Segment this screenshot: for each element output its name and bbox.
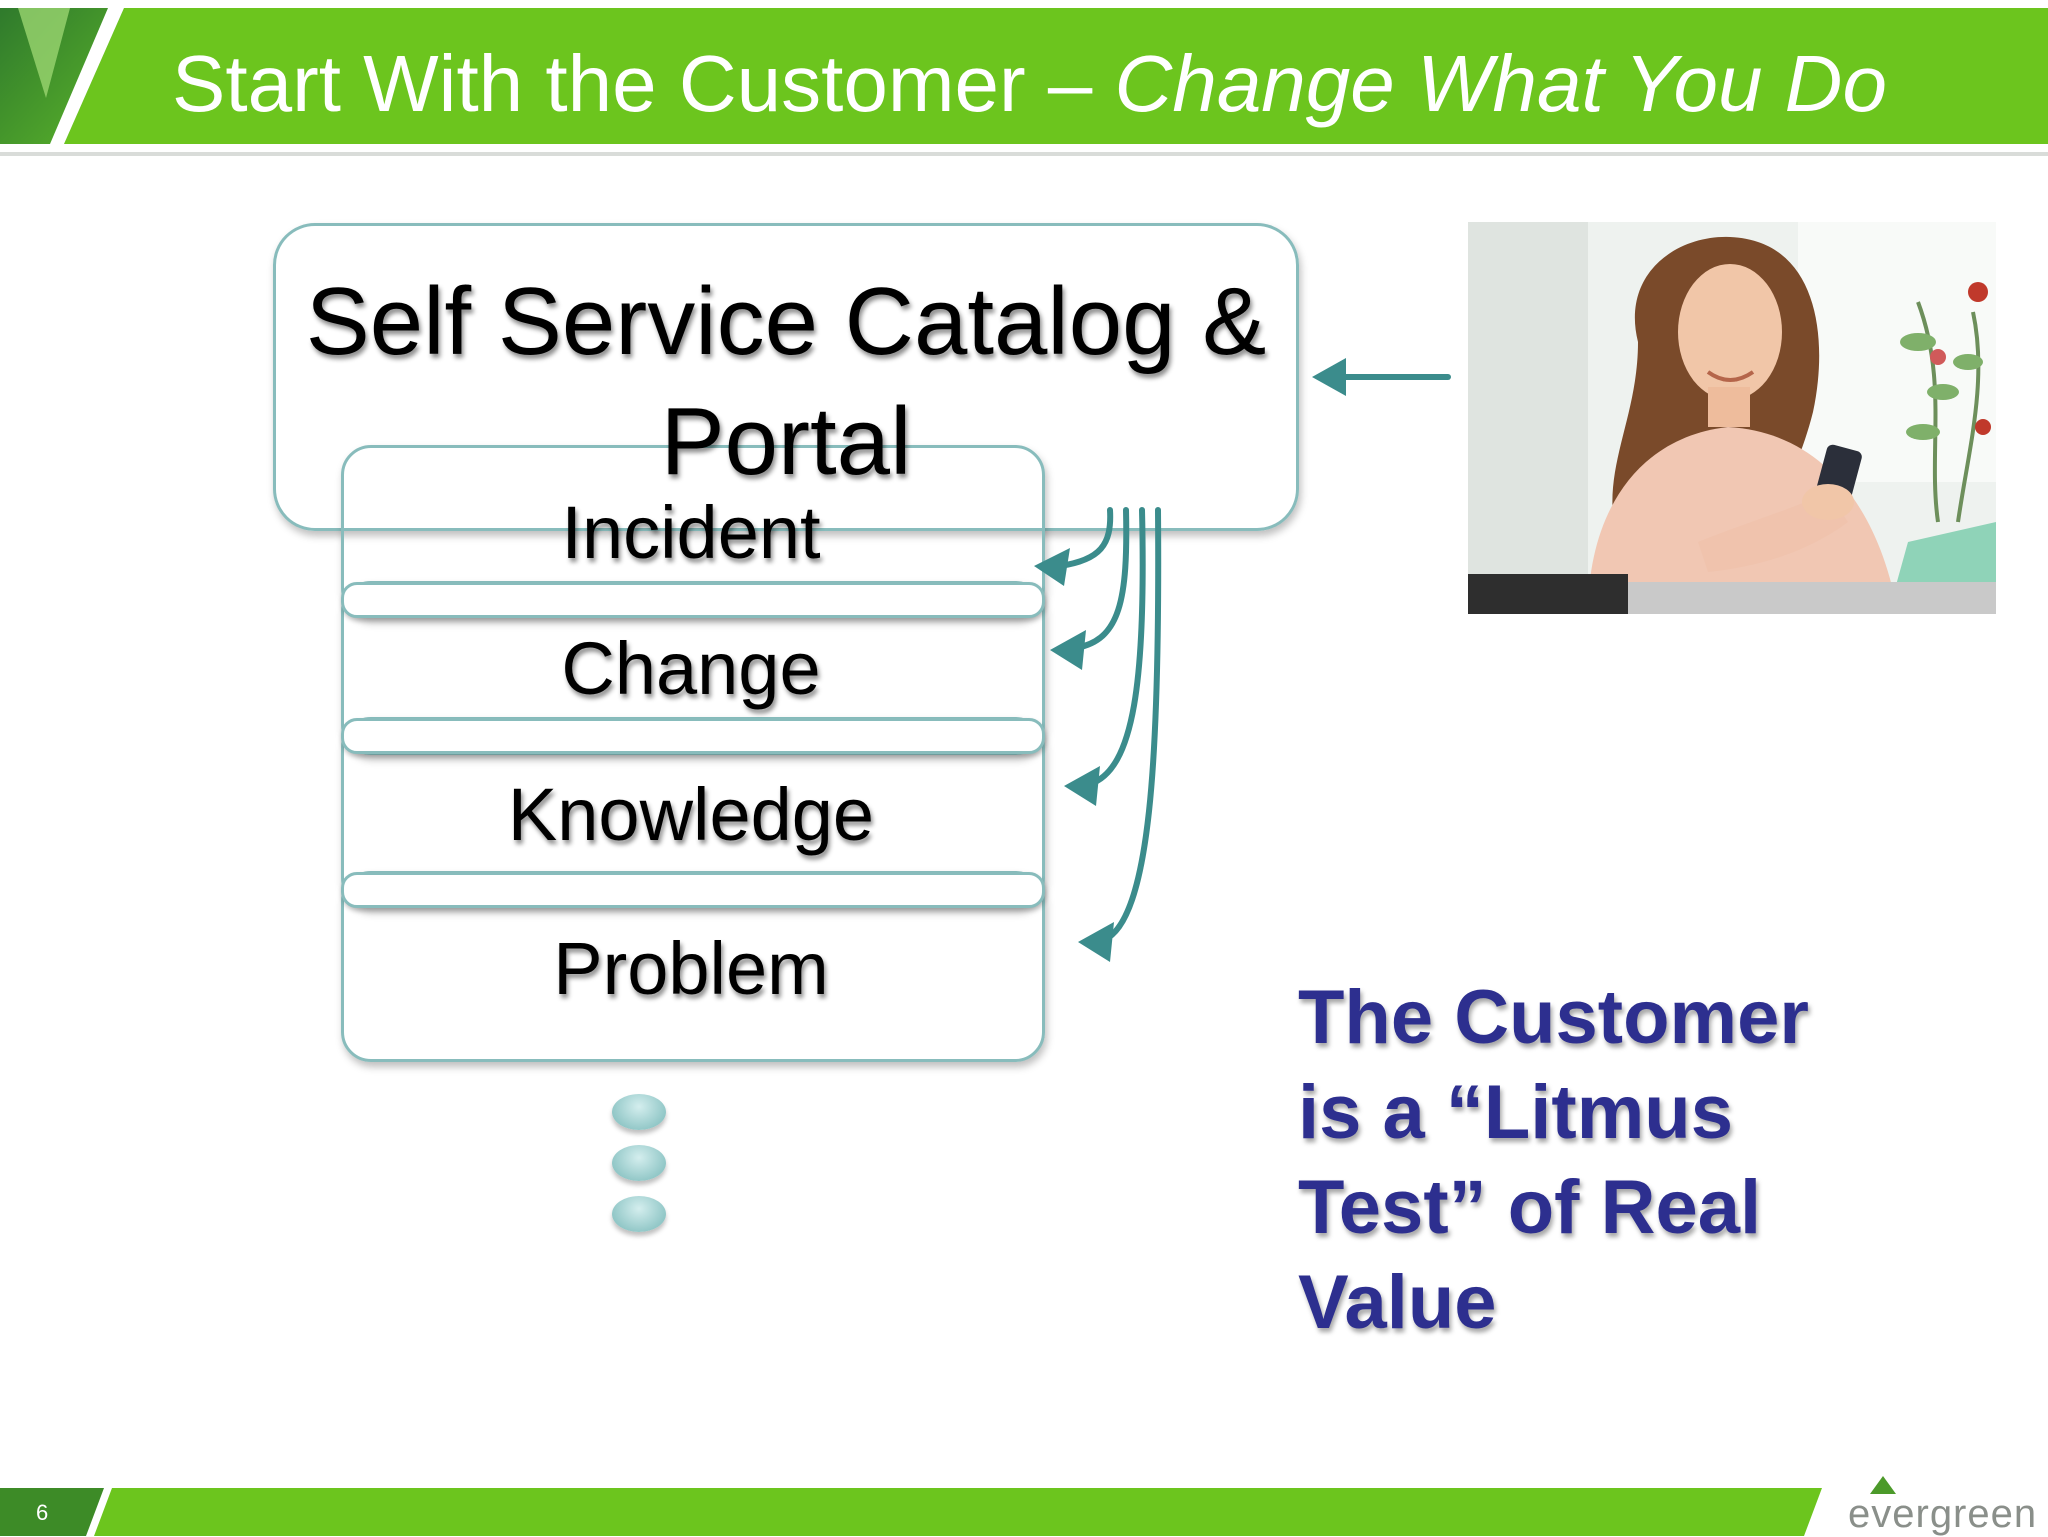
incident-label: Incident: [561, 491, 821, 574]
self-service-catalog-box: [273, 223, 1299, 531]
continuation-dot: [612, 1196, 666, 1232]
arrow-to-incident: [1057, 507, 1114, 569]
callout-line: The Customer: [1298, 975, 1809, 1060]
slide-title-italic: Change What You Do: [1114, 39, 1887, 128]
customer-photo-image: [1468, 222, 1996, 614]
title-bar: Start With the Customer – Change What Yo…: [0, 8, 2048, 144]
continuation-dot: [612, 1094, 666, 1130]
problem-label: Problem: [553, 927, 829, 1010]
arrowhead-problem: [1078, 922, 1114, 962]
arrow-to-problem: [1101, 507, 1162, 943]
customer-photo: [1468, 222, 1996, 614]
callout-line: is a “Litmus: [1298, 1070, 1733, 1155]
stack-divider: [341, 872, 1045, 908]
litmus-test-callout: The Customer is a “Litmus Test” of Real …: [1298, 970, 1898, 1350]
arrowhead-knowledge: [1064, 766, 1100, 806]
footer-bar: [0, 1488, 2048, 1536]
arrowhead-change: [1050, 630, 1086, 670]
continuation-dot: [612, 1145, 666, 1181]
logo-text: evergreen: [1848, 1492, 2038, 1536]
page-number: 6: [36, 1500, 49, 1525]
arrowhead-incident: [1034, 548, 1070, 586]
slide-title-plain: Start With the Customer –: [172, 39, 1115, 128]
arrow-to-change: [1073, 507, 1130, 651]
stack-divider: [341, 718, 1045, 754]
change-label: Change: [561, 627, 821, 710]
knowledge-label: Knowledge: [507, 773, 875, 856]
title-bar-background: [0, 8, 2048, 144]
callout-line: Test” of Real: [1298, 1165, 1762, 1250]
arrow-to-knowledge: [1087, 507, 1146, 787]
catalog-label: Self Service Catalog & Portal: [305, 268, 1267, 495]
slide-title: Start With the Customer – Change What Yo…: [172, 38, 1887, 130]
callout-line: Value: [1298, 1260, 1497, 1345]
evergreen-logo: evergreen: [1848, 1476, 2038, 1536]
header-divider: [0, 152, 2048, 156]
stack-divider: [341, 582, 1045, 618]
tree-icon: [1870, 1476, 1896, 1494]
arrowhead-customer: [1312, 358, 1346, 396]
